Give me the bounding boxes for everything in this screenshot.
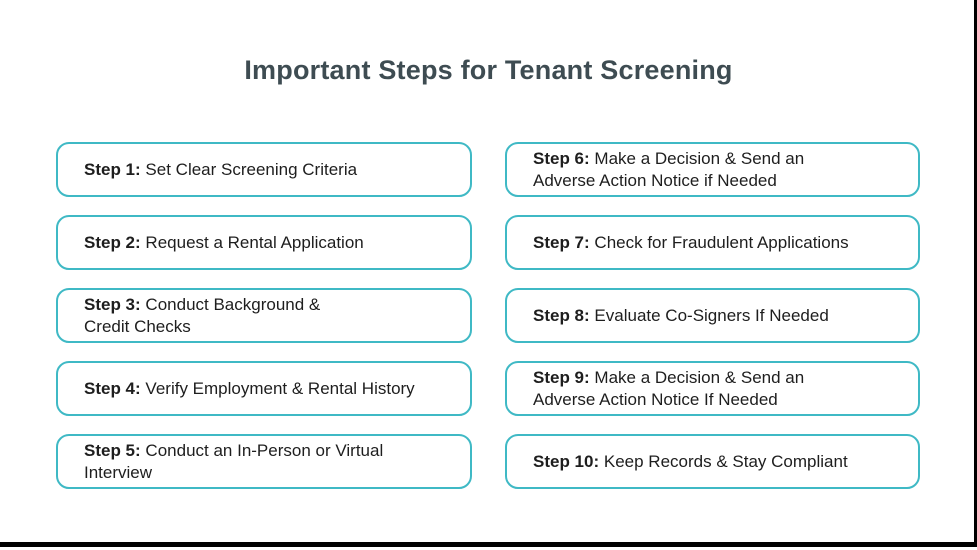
step-text: Step 5: Conduct an In-Person or Virtual … (84, 440, 383, 484)
step-box-2: Step 2: Request a Rental Application (56, 215, 472, 270)
step-label: Step 6: (533, 148, 590, 168)
step-label: Step 4: (84, 378, 141, 398)
step-description: Make a Decision & Send an Adverse Action… (533, 367, 805, 409)
frame-border-bottom (0, 542, 977, 547)
step-description: Conduct Background & Credit Checks (84, 294, 321, 336)
step-box-9: Step 9: Make a Decision & Send an Advers… (505, 361, 920, 416)
step-label: Step 10: (533, 451, 600, 471)
step-label: Step 5: (84, 440, 141, 460)
step-box-3: Step 3: Conduct Background & Credit Chec… (56, 288, 472, 343)
step-description: Set Clear Screening Criteria (145, 159, 358, 179)
step-label: Step 1: (84, 159, 141, 179)
step-box-4: Step 4: Verify Employment & Rental Histo… (56, 361, 472, 416)
step-label: Step 9: (533, 367, 590, 387)
step-text: Step 1: Set Clear Screening Criteria (84, 159, 357, 181)
step-text: Step 8: Evaluate Co-Signers If Needed (533, 305, 829, 327)
step-label: Step 7: (533, 232, 590, 252)
step-description: Check for Fraudulent Applications (594, 232, 849, 252)
step-box-6: Step 6: Make a Decision & Send an Advers… (505, 142, 920, 197)
step-box-7: Step 7: Check for Fraudulent Application… (505, 215, 920, 270)
step-text: Step 3: Conduct Background & Credit Chec… (84, 294, 320, 338)
page-title: Important Steps for Tenant Screening (244, 55, 733, 85)
step-description: Request a Rental Application (145, 232, 364, 252)
step-label: Step 8: (533, 305, 590, 325)
step-text: Step 10: Keep Records & Stay Compliant (533, 451, 848, 473)
step-label: Step 3: (84, 294, 141, 314)
step-description: Make a Decision & Send an Adverse Action… (533, 148, 805, 190)
step-description: Keep Records & Stay Compliant (603, 451, 848, 471)
step-box-1: Step 1: Set Clear Screening Criteria (56, 142, 472, 197)
step-description: Verify Employment & Rental History (145, 378, 415, 398)
step-text: Step 4: Verify Employment & Rental Histo… (84, 378, 415, 400)
step-box-10: Step 10: Keep Records & Stay Compliant (505, 434, 920, 489)
frame-border-right (974, 0, 977, 547)
step-box-5: Step 5: Conduct an In-Person or Virtual … (56, 434, 472, 489)
step-box-8: Step 8: Evaluate Co-Signers If Needed (505, 288, 920, 343)
step-text: Step 2: Request a Rental Application (84, 232, 364, 254)
step-description: Conduct an In-Person or Virtual Intervie… (84, 440, 384, 482)
step-text: Step 7: Check for Fraudulent Application… (533, 232, 849, 254)
step-text: Step 9: Make a Decision & Send an Advers… (533, 367, 804, 411)
step-text: Step 6: Make a Decision & Send an Advers… (533, 148, 804, 192)
step-label: Step 2: (84, 232, 141, 252)
step-description: Evaluate Co-Signers If Needed (594, 305, 829, 325)
